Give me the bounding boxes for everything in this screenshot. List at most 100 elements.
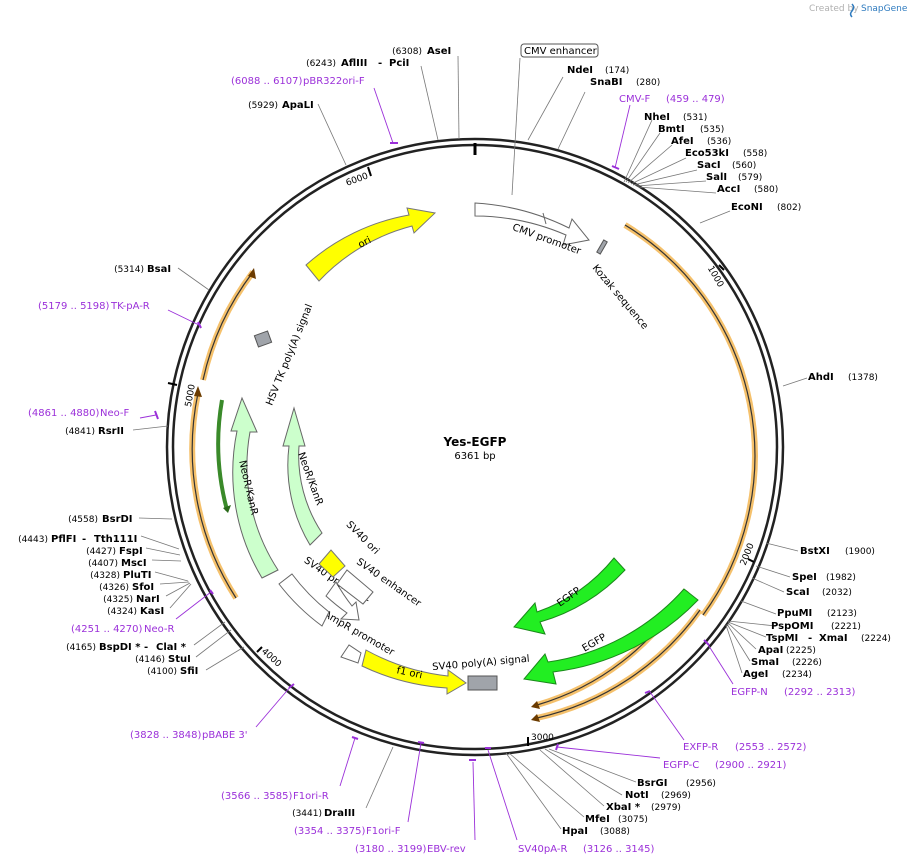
ahdi-pos: (1378) [848,373,878,383]
ori-feature [305,207,437,282]
snapgene-logo-icon [849,3,855,18]
pleader-ebvrev [472,761,476,841]
sfoi-name: SfoI [132,582,154,593]
ebvrev-name: EBV-rev [427,844,466,855]
pleader-egfpn [706,642,734,685]
primer-marks [154,142,710,761]
cmv-enhancer-label: CMV enhancer [524,46,598,57]
fspi-name: FspI [119,546,143,557]
mfei-pos: (3075) [618,815,648,825]
leader-nari [165,582,191,597]
leader-tspmi [727,621,767,638]
saci-name: SacI [697,160,721,171]
leader-econi [699,210,731,224]
leader-smai [726,623,751,662]
leader-asei [457,55,460,140]
orf-arrow-3 [531,714,540,722]
pleader-neof [139,414,157,419]
tick-mark-2000 [747,558,755,563]
credit-prefix: Created by [809,4,859,14]
leader-ndei [527,76,564,141]
leader-snabi [557,91,586,150]
eco53ki-pos: (558) [743,149,767,159]
sv40-enhancer-feature [336,569,374,605]
sv40par-range: (3126 .. 3145) [583,844,655,855]
sv40-polya-label: SV40 poly(A) signal [432,654,530,673]
tick-label-4000: 4000 [259,647,283,670]
bstxi-name: BstXI [800,546,830,557]
plasmid-size: 6361 bp [454,451,495,462]
tkpar-range: (5179 .. 5198) [38,301,110,312]
pleader-tkpar [167,309,200,326]
kozak-feature [596,239,608,255]
bstxi-pos: (1900) [845,547,875,557]
scai-name: ScaI [786,587,810,598]
leader-bstxi [765,542,799,552]
nhei-pos: (531) [683,113,707,123]
leader-sfoi [159,581,190,585]
bsrgi-pos: (2956) [686,779,716,789]
econi-pos: (802) [777,203,801,213]
apali-name: ApaLI [282,100,314,111]
leader-bsrgi [548,748,637,783]
afliii-name: AflIII [341,58,367,69]
snapgene-credit: Created by SnapGene [809,4,907,14]
orf-arc-3 [536,609,701,719]
egfp-feature-a [513,557,626,635]
bspdi-name: BspDI * [99,642,141,653]
ndei-name: NdeI [567,65,593,76]
leader-apai [727,622,757,650]
egfp-feature-b [523,588,699,685]
sfoi-pos: (4326) [99,583,129,593]
pleader-sv40par [487,749,518,841]
exfpr-range: (2553 .. 2572) [735,742,807,753]
afliii-pos: (6243) [306,59,336,69]
pbr322-range: (6088 .. 6107) [231,76,303,87]
bsrgi-name: BsrGI [637,778,667,789]
pspomi-name: PspOMI [771,621,813,632]
mfei-name: MfeI [585,814,610,825]
pleader-exfpr [649,691,685,741]
f1-ori-feature [361,649,467,695]
afei-pos: (536) [707,137,731,147]
bspdi-sep: - [144,642,148,653]
spei-name: SpeI [792,572,817,583]
cmv-divider [542,212,547,225]
leader-saci [632,169,698,186]
tspmi-name2: XmaI [819,633,848,644]
rsrii-pos: (4841) [65,427,95,437]
leader-xbai [539,749,605,807]
pluti-pos: (4328) [90,571,120,581]
leader-hpai [505,752,562,830]
leader-rsrii [132,425,169,431]
tick-mark-5000 [167,382,178,386]
apai-pos: (2225) [786,646,816,656]
ampr-promoter-feature [340,644,362,664]
primer-mark-tkpar [197,321,202,329]
leader-ppumi [740,600,777,615]
sfii-pos: (4100) [147,667,177,677]
pleader-pbabe3 [255,685,292,728]
nari-pos: (4325) [103,595,133,605]
leader-scai [751,577,785,593]
bspdi-pos: (4165) [66,643,96,653]
nhei-name: NheI [644,112,670,123]
sfii-name: SfiI [180,666,198,677]
egfpn-name: EGFP-N [731,687,768,698]
leader-kasi [169,583,192,609]
egfpc-name: EGFP-C [663,760,699,771]
orf-arc-5 [202,271,254,381]
tkpar-name: TK-pA-R [110,301,150,312]
leader-lines [132,55,808,830]
tspmi-sep: - [808,633,812,644]
orf-arrow-2 [531,701,540,709]
leader-fspi [145,547,181,556]
tspmi-name: TspMI [766,633,798,644]
egfpc-range: (2900 .. 2921) [715,760,787,771]
leader-acci [637,186,717,194]
pbr322-name: pBR322ori-F [303,76,365,87]
tick-mark-4000 [256,646,263,653]
bsrdi-pos: (4558) [68,515,98,525]
neof-range: (4861 .. 4880) [28,408,100,419]
noti-pos: (2969) [661,791,691,801]
